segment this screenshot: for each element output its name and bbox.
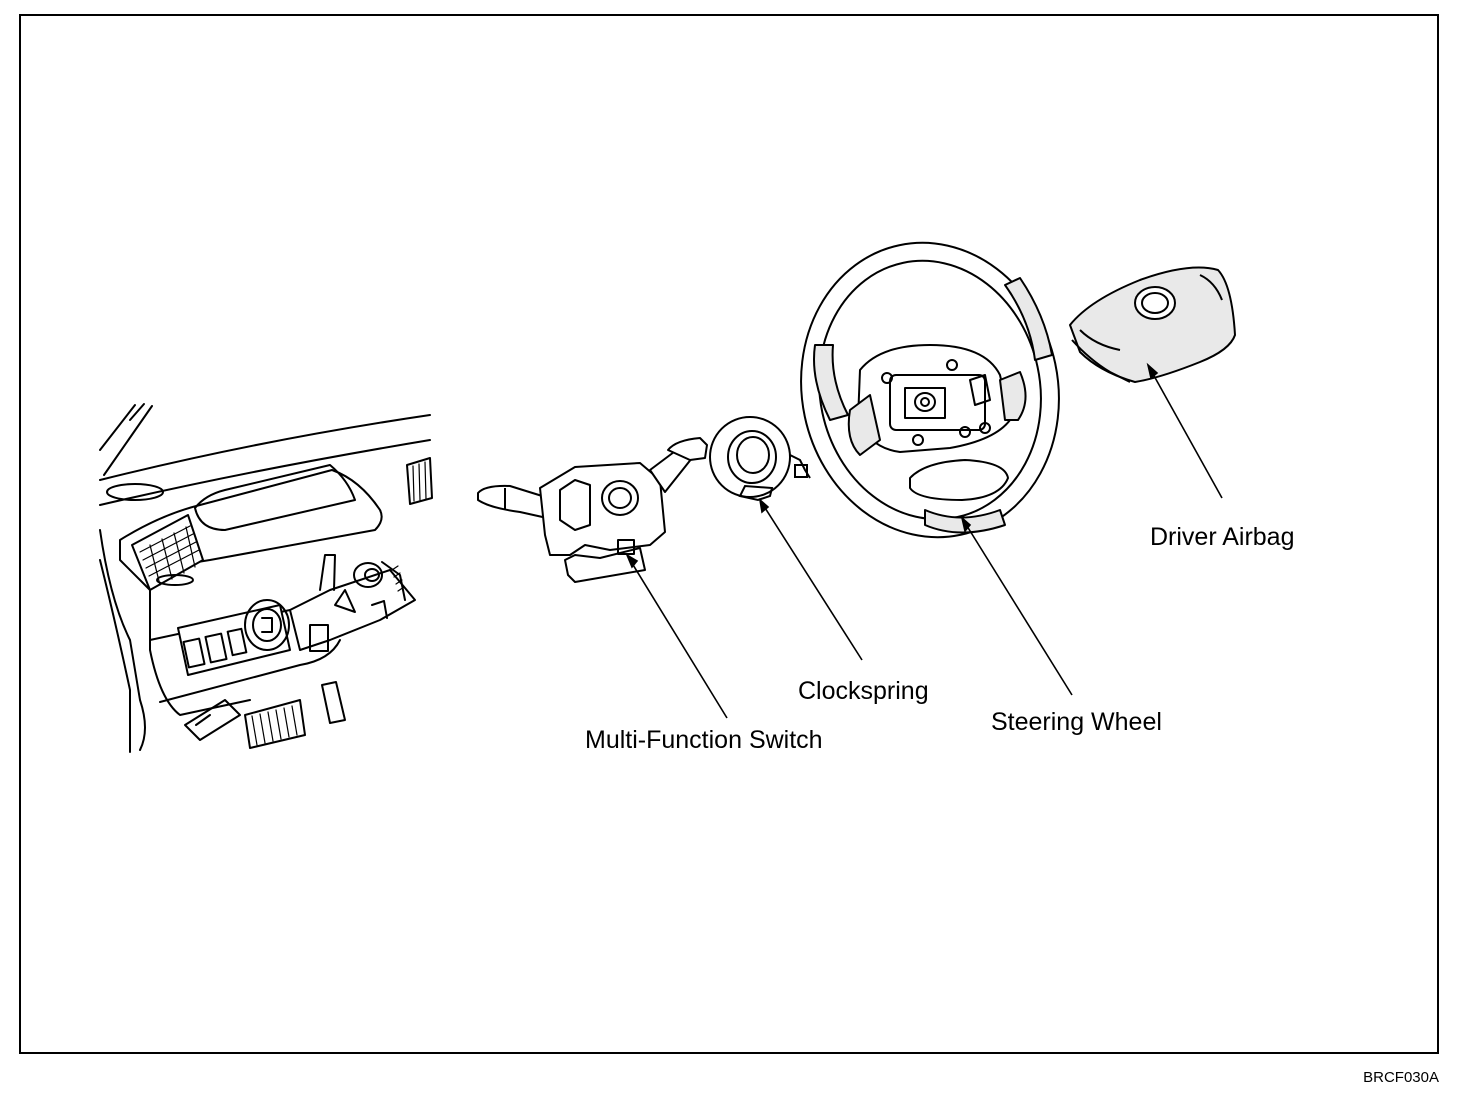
multi-function-switch-label: Multi-Function Switch	[585, 726, 823, 754]
steering-wheel-label: Steering Wheel	[991, 708, 1162, 736]
driver-airbag-label: Driver Airbag	[1150, 523, 1295, 551]
multi-function-switch-illustration	[477, 437, 708, 583]
dashboard-illustration	[99, 403, 433, 753]
figure-code: BRCF030A	[1363, 1069, 1439, 1086]
leader-lines	[625, 362, 1223, 719]
steering-wheel-illustration	[800, 241, 1060, 539]
figure-frame	[19, 14, 1439, 1054]
driver-airbag-illustration	[1069, 266, 1236, 383]
clockspring-label: Clockspring	[798, 677, 929, 705]
clockspring-illustration	[709, 416, 811, 502]
